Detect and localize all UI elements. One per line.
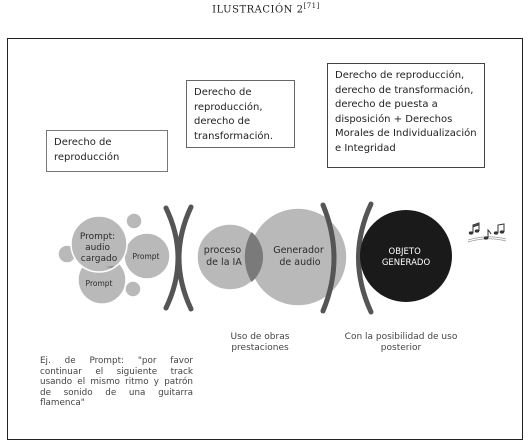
figure-title-text: ILUSTRACIÓN 2 — [212, 4, 304, 16]
prompt-audio-label: Prompt: audio cargado — [80, 232, 118, 264]
prompt-audio-label-line: audio — [85, 243, 110, 253]
figure-title-reference: [71] — [303, 2, 320, 10]
prompt-bottom-label: Prompt — [86, 279, 113, 288]
rights-box-transformation-text: Derecho de reproducción, derecho de tran… — [194, 87, 274, 142]
object-circle — [360, 210, 452, 302]
bracket-2 — [176, 204, 194, 312]
prompt-audio-label-line: cargado — [81, 254, 118, 264]
figure-title: ILUSTRACIÓN 2[71] — [0, 2, 532, 15]
generator-label-line: de audio — [279, 257, 320, 268]
prompt-example-text: Ej. de Prompt: "por favor continuar el s… — [40, 356, 193, 409]
rights-box-reproduction-text: Derecho de reproducción — [54, 137, 120, 163]
music-notes-icon — [467, 222, 507, 243]
process-label-line: de la IA — [206, 257, 242, 268]
process-generator-overlap — [244, 232, 264, 282]
caption-later-use: Con la posibilidad de uso posterior — [344, 332, 458, 353]
bracket-3 — [320, 202, 337, 314]
process-label-line: proceso — [204, 245, 242, 256]
generator-label-line: Generador — [273, 245, 324, 256]
small-circle-top — [125, 212, 143, 230]
rights-box-reproduction: Derecho de reproducción — [46, 130, 168, 172]
process-label: proceso de la IA — [204, 245, 244, 268]
figure-frame — [7, 38, 523, 440]
object-label-line: OBJETO — [389, 247, 422, 257]
caption-use-of-works: Uso de obras prestaciones — [230, 332, 290, 353]
prompt-audio-label-line: Prompt: — [80, 232, 115, 242]
object-label-line: GENERADO — [382, 258, 431, 268]
rights-box-full-text: Derecho de reproducción, derecho de tran… — [335, 70, 477, 154]
object-label: OBJETO GENERADO — [382, 247, 431, 268]
generator-label: Generador de audio — [273, 245, 327, 268]
rights-box-transformation: Derecho de reproducción, derecho de tran… — [186, 80, 295, 148]
prompt-right-label: Prompt — [133, 252, 160, 261]
rights-box-full: Derecho de reproducción, derecho de tran… — [327, 63, 485, 168]
prompt-overlap — [105, 266, 114, 268]
bracket-4 — [356, 201, 374, 315]
small-circle-bottom — [124, 280, 142, 298]
prompt-audio-circle — [70, 215, 128, 273]
